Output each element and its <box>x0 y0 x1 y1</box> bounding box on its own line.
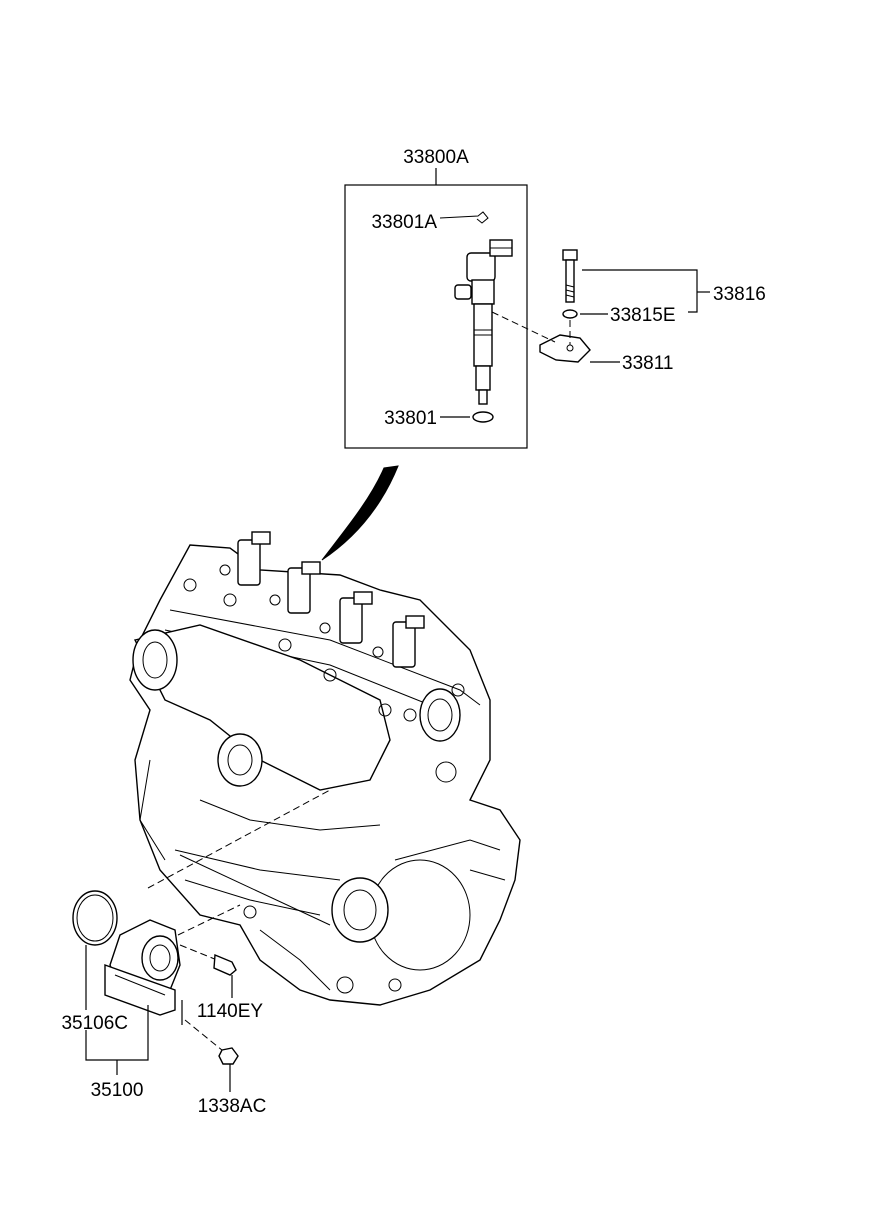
label-33801A: 33801A <box>371 212 437 233</box>
label-33816: 33816 <box>713 284 766 305</box>
clip-part <box>439 211 489 224</box>
bolt-head <box>562 249 578 261</box>
clamp-part <box>539 334 591 363</box>
egr-dash <box>177 904 241 936</box>
leader-33816-bracket <box>582 269 698 313</box>
seal-ring-part <box>472 411 494 423</box>
label-1140EY: 1140EY <box>197 1001 264 1022</box>
label-1338AC: 1338AC <box>198 1096 267 1117</box>
label-33815E: 33815E <box>610 305 676 326</box>
bolt-shank <box>565 259 575 303</box>
bolt-1140EY-part <box>213 953 237 976</box>
injector-part <box>454 239 513 405</box>
engine-block <box>129 531 521 1006</box>
injector-to-clamp-dash <box>491 311 556 343</box>
label-35106C: 35106C <box>61 1013 128 1034</box>
nut-dash <box>184 1019 229 1056</box>
label-33801: 33801 <box>384 408 437 429</box>
pointer-arrow <box>321 465 399 561</box>
gasket-ring-part <box>72 890 118 946</box>
label-33800A: 33800A <box>403 147 469 168</box>
washer-part <box>562 309 578 319</box>
bolt-clamp-group <box>491 249 710 363</box>
nut-1338AC-part <box>218 1047 239 1065</box>
injector-detail-group <box>344 168 528 449</box>
label-35100: 35100 <box>91 1080 144 1101</box>
gasket-dash <box>147 789 331 889</box>
egr-parts-group <box>72 890 239 1092</box>
label-33811: 33811 <box>622 353 673 374</box>
